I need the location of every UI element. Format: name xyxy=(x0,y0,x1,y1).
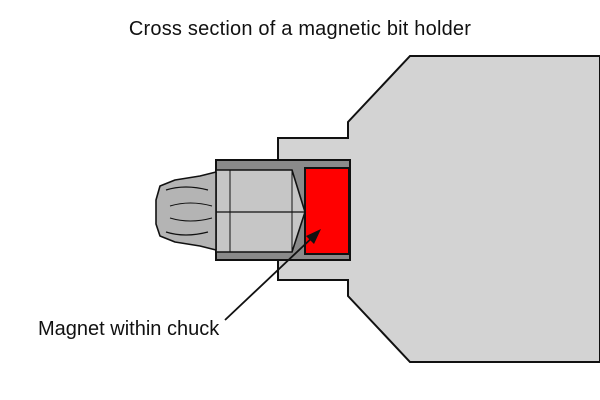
diagram-title: Cross section of a magnetic bit holder xyxy=(128,18,472,40)
bit-tip-flute-middle-2 xyxy=(169,217,213,222)
bit-tip-flute-upper xyxy=(165,186,209,191)
bit-tip-flute-middle xyxy=(169,202,213,207)
bit-tip xyxy=(155,171,217,251)
holder-body xyxy=(277,55,600,363)
bit-tip-flute-lower xyxy=(165,231,209,236)
magnet-callout-label: Magnet within chuck xyxy=(38,318,220,340)
callout-arrowhead xyxy=(306,229,321,244)
callout-arrow-line xyxy=(224,233,317,321)
